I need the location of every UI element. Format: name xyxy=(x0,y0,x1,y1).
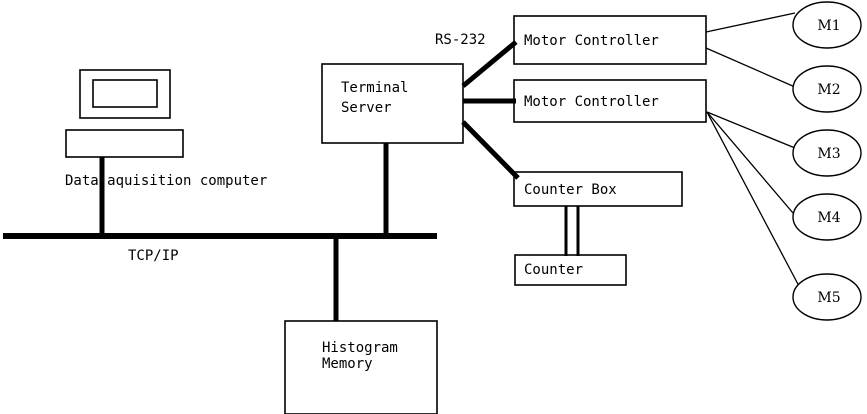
histogram-memory-label-line2: Memory xyxy=(322,356,373,372)
rs232-label: RS-232 xyxy=(435,32,486,48)
counter-box[interactable] xyxy=(513,171,683,207)
link-mc1-to-m1 xyxy=(705,12,796,33)
terminal-server-label-line1: Terminal xyxy=(341,80,408,96)
motor-label-m2: M2 xyxy=(817,82,840,98)
monitor-screen xyxy=(92,79,158,108)
motor-label-m5: M5 xyxy=(817,290,840,306)
motor-controller-1-label: Motor Controller xyxy=(524,33,659,49)
motor-controller-2-label: Motor Controller xyxy=(524,94,659,110)
computer-label: Data aquisition computer xyxy=(65,173,267,189)
terminal-server-label-line2: Server xyxy=(341,100,392,116)
terminal-server-box[interactable] xyxy=(321,63,464,144)
motor-node-m5[interactable] xyxy=(792,273,862,321)
link-mc2-to-m3 xyxy=(706,111,796,149)
motor-label-m4: M4 xyxy=(817,210,840,226)
histogram-memory-box[interactable] xyxy=(284,320,438,414)
motor-controller-1-box[interactable] xyxy=(513,15,707,65)
counter-box-device[interactable] xyxy=(514,254,627,286)
rs232-link-to-motor-controller-1 xyxy=(461,40,518,88)
counter-box-label: Counter Box xyxy=(524,182,617,198)
tcpip-label: TCP/IP xyxy=(128,248,179,264)
motor-node-m1[interactable] xyxy=(792,1,862,49)
counter-label: Counter xyxy=(524,262,583,278)
rs232-link-to-counter-box xyxy=(461,120,520,180)
motor-node-m4[interactable] xyxy=(792,193,862,241)
link-mc2-to-m4 xyxy=(706,111,794,214)
motor-node-m2[interactable] xyxy=(792,65,862,113)
motor-label-m3: M3 xyxy=(817,146,840,162)
computer-base xyxy=(65,129,184,158)
link-mc1-to-m2 xyxy=(705,47,796,88)
motor-node-m3[interactable] xyxy=(792,129,862,177)
histogram-memory-label-line1: Histogram xyxy=(322,340,398,356)
motor-label-m1: M1 xyxy=(817,18,840,34)
link-mc2-to-m5 xyxy=(706,111,801,289)
